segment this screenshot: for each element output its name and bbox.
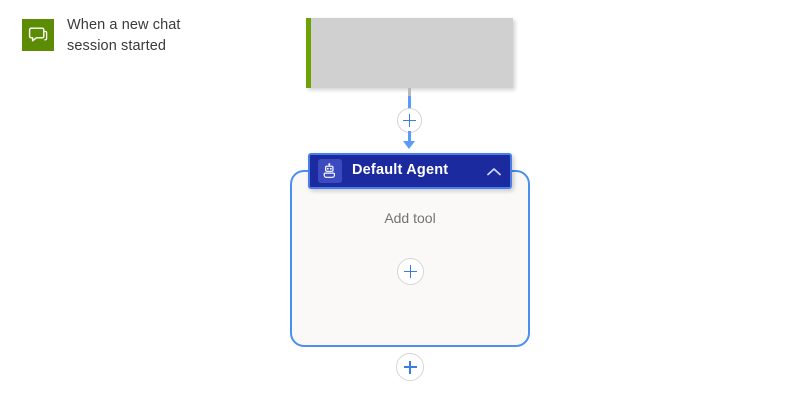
connector-segment xyxy=(408,96,411,110)
plus-icon xyxy=(409,265,412,278)
robot-icon xyxy=(318,159,342,183)
plus-icon xyxy=(409,360,411,374)
add-step-button-bottom[interactable] xyxy=(396,353,424,381)
agent-title: Default Agent xyxy=(352,162,449,178)
chat-bubble-icon xyxy=(22,19,54,51)
connector-segment xyxy=(408,88,411,96)
trigger-node[interactable] xyxy=(306,18,513,88)
add-tool-label: Add tool xyxy=(384,210,436,226)
chevron-up-icon[interactable] xyxy=(486,164,502,180)
add-step-button[interactable] xyxy=(397,108,422,133)
agent-node-header[interactable]: Default Agent xyxy=(308,153,512,189)
connector-segment xyxy=(408,131,411,143)
add-tool-button[interactable] xyxy=(397,258,424,285)
trigger-accent-bar xyxy=(306,18,311,88)
arrow-down-icon xyxy=(403,141,415,149)
plus-icon xyxy=(408,114,411,127)
trigger-label: When a new chat session started xyxy=(67,17,181,54)
